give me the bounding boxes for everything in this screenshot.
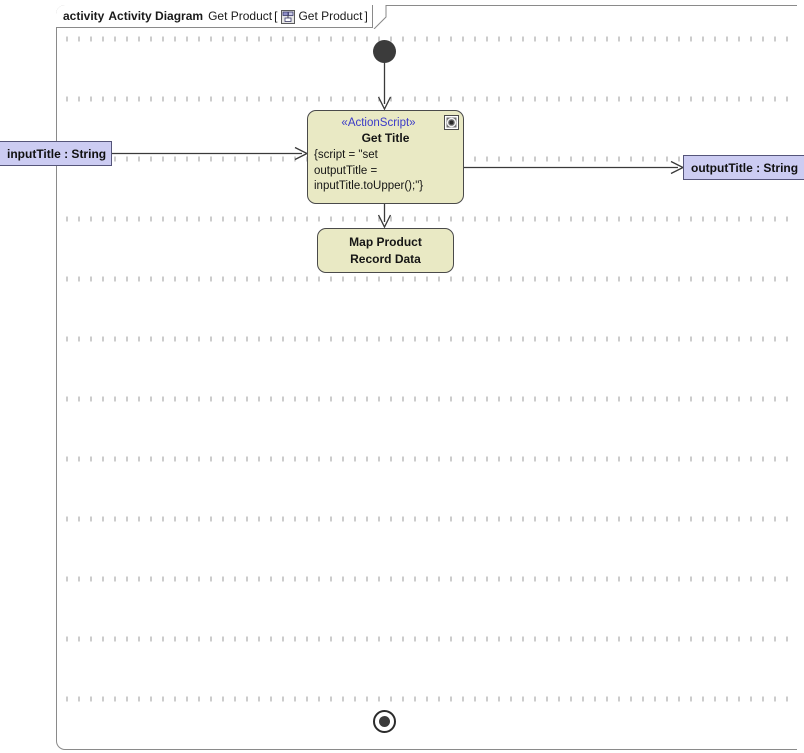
frame-keyword: activity bbox=[63, 9, 105, 23]
action-script-body: {script = "set outputTitle = inputTitle.… bbox=[314, 149, 424, 192]
final-node-center bbox=[379, 716, 390, 727]
parameter-label: inputTitle : String bbox=[7, 146, 107, 161]
final-node[interactable] bbox=[373, 710, 396, 733]
script-gear-icon bbox=[444, 115, 459, 130]
activity-parameter-output-title[interactable]: outputTitle : String bbox=[683, 155, 804, 180]
parameter-label: outputTitle : String bbox=[691, 160, 799, 175]
frame-bracket-open: [ bbox=[274, 9, 278, 23]
activity-parameter-input-title[interactable]: inputTitle : String bbox=[0, 141, 112, 166]
activity-diagram-icon bbox=[281, 10, 296, 24]
initial-node[interactable] bbox=[373, 40, 396, 63]
action-node-get-title[interactable]: «ActionScript» Get Title {script = "set … bbox=[307, 110, 464, 204]
frame-title-tab[interactable]: activity Activity Diagram Get Product [ … bbox=[56, 5, 373, 28]
frame-right-edge-mask bbox=[797, 5, 804, 750]
stereotype-label: «ActionScript» bbox=[341, 117, 416, 129]
frame-name: Get Product bbox=[208, 9, 273, 23]
action-node-map-product-record-data[interactable]: Map Product Record Data bbox=[317, 228, 454, 273]
frame-type-label: Activity Diagram bbox=[108, 9, 204, 23]
action-node-name: Map Product Record Data bbox=[349, 234, 422, 266]
action-node-name: Get Title bbox=[361, 131, 410, 145]
frame-qualifier: Get Product bbox=[298, 9, 363, 23]
frame-bracket-close: ] bbox=[364, 9, 368, 23]
